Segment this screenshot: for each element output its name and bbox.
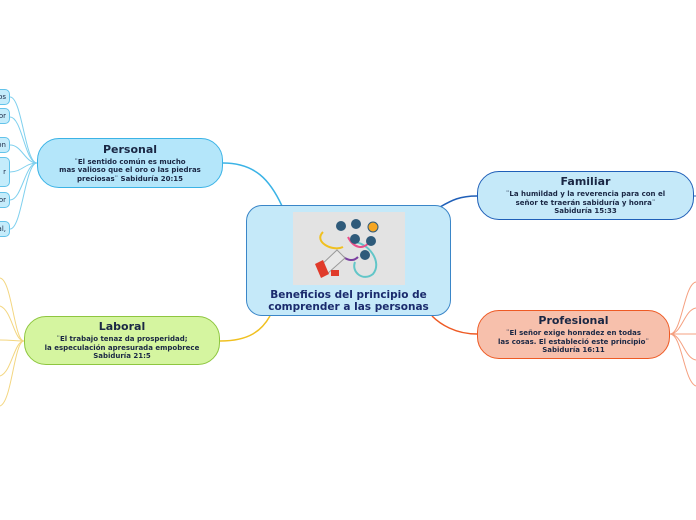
link-profesional [432,316,477,334]
branch-laboral-body: ¨El trabajo tenaz da prosperidad; la esp… [45,335,200,361]
profesional-subbranches [670,282,696,386]
link-personal [223,163,282,206]
personal-leaf-2[interactable]: or [0,108,10,124]
link-familiar [440,196,477,207]
branch-personal[interactable]: Personal ¨El sentido común es mucho mas … [37,138,223,188]
personal-leaf-5[interactable]: or [0,192,10,208]
personal-leaf-6[interactable]: al, [0,221,10,237]
branch-laboral-title: Laboral [99,320,145,333]
branch-profesional-title: Profesional [538,314,608,327]
personal-leaf-3[interactable]: on [0,137,10,153]
branch-familiar[interactable]: Familiar ¨La humildad y la reverencia pa… [477,171,694,220]
branch-profesional-body: ¨El señor exige honradez en todas las co… [498,329,649,355]
branch-familiar-body: ¨La humildad y la reverencia para con el… [506,190,665,216]
branch-familiar-title: Familiar [561,175,611,188]
personal-leaf-4[interactable]: r [0,157,10,187]
branch-personal-body: ¨El sentido común es mucho mas valioso q… [59,158,201,184]
megaphone-icon [293,212,405,285]
personal-subbranches [10,97,37,229]
personal-leaf-1[interactable]: os [0,89,10,105]
branch-laboral[interactable]: Laboral ¨El trabajo tenaz da prosperidad… [24,316,220,365]
central-topic[interactable]: Beneficios del principio de comprender a… [246,205,451,316]
central-topic-title: Beneficios del principio de comprender a… [268,289,429,313]
link-laboral [220,316,270,341]
branch-personal-title: Personal [103,143,157,156]
branch-profesional[interactable]: Profesional ¨El señor exige honradez en … [477,310,670,359]
laboral-subbranches [0,278,24,406]
